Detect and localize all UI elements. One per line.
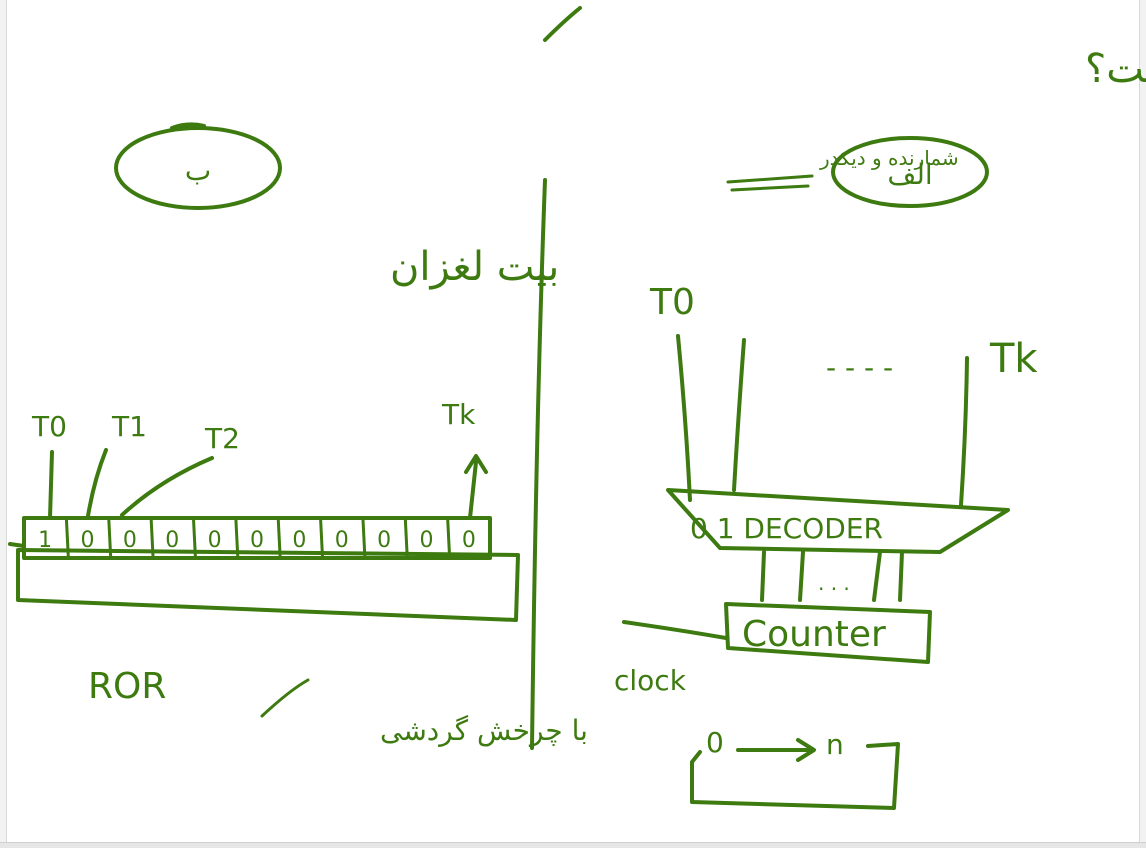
- register-bit-t1-label: T1: [111, 410, 147, 443]
- register-input-tick: [8, 542, 26, 548]
- register-bit-cell: 0: [377, 528, 391, 553]
- window-frame-bottom: [0, 842, 1146, 848]
- register-bit-cell: 0: [81, 528, 95, 553]
- register-bit-t0-label: T0: [31, 410, 67, 443]
- counter-decoder-line-3: [872, 550, 882, 602]
- counter-block: [724, 602, 932, 664]
- scribble-strikeout: [726, 174, 814, 192]
- counter-lines-ellipsis: . . .: [818, 571, 850, 595]
- counter-decoder-line-1: [760, 550, 766, 602]
- section-b-badge-accent: [170, 122, 206, 130]
- clock-label: clock: [614, 664, 687, 697]
- register-outline: [22, 516, 492, 560]
- window-frame-right: [1139, 0, 1146, 848]
- register-bit-cell: 0: [165, 528, 179, 553]
- decoder-label: 0 1 DECODER: [690, 512, 883, 545]
- section-b-badge: ب: [185, 154, 211, 187]
- count-loop-arrow-head: [796, 738, 816, 762]
- section-a-badge: الف: [887, 158, 932, 191]
- register-bit-cell: 0: [208, 528, 222, 553]
- leader-line-tk: [468, 460, 478, 520]
- register-bit-t2-label: T2: [204, 422, 240, 455]
- count-loop-return-path: [690, 742, 900, 810]
- decoder-output-line-k: [959, 356, 969, 507]
- section-b-note: بیت لغزان: [390, 244, 559, 290]
- section-a-note: شمارنده و دیکدر: [819, 146, 959, 170]
- caption-accent-stroke: [260, 678, 310, 718]
- decoder-output-line-0: [676, 334, 692, 502]
- register-cell-divider: [361, 516, 367, 560]
- register-bit-tk-label: Tk: [441, 398, 476, 431]
- decoder-outputs-ellipsis: - - - -: [826, 351, 893, 384]
- register-bit-cell: 0: [292, 528, 306, 553]
- rotate-caption: با چرخش گردشی: [380, 714, 588, 747]
- register-bit-cell: 0: [123, 528, 137, 553]
- counter-decoder-line-4: [898, 550, 904, 602]
- register-bit-cell: 1: [38, 528, 52, 553]
- leader-line-t0: [48, 450, 54, 520]
- register-cell-divider: [446, 516, 452, 560]
- decoder-output-line-1: [732, 338, 746, 492]
- section-b-badge-ellipse: [114, 126, 282, 210]
- register-cell-divider: [403, 516, 409, 560]
- count-loop-start: 0: [706, 726, 724, 759]
- leader-arrow-tk: [464, 454, 488, 474]
- page-title: ساخت سخت افزاری T2 چگونه است؟: [1085, 46, 1146, 92]
- decoder-output-t0-label: T0: [649, 282, 695, 323]
- clock-input-line: [622, 620, 728, 640]
- register-bit-cell: 0: [419, 528, 433, 553]
- section-a-badge-ellipse: [831, 136, 989, 208]
- register-bit-cell: 0: [462, 528, 476, 553]
- rotate-operation-label: ROR: [88, 666, 166, 707]
- title-accent-stroke: [543, 6, 582, 42]
- section-divider: [530, 178, 547, 750]
- decoder-block: [666, 488, 1010, 554]
- register-base: [16, 548, 520, 622]
- count-loop-end: n: [826, 728, 844, 761]
- counter-decoder-line-2: [798, 550, 805, 602]
- register-bit-cell: 0: [335, 528, 349, 553]
- register-bit-cell: 0: [250, 528, 264, 553]
- counter-label: Counter: [742, 614, 886, 655]
- leader-line-t1: [86, 448, 108, 518]
- window-frame-left: [0, 0, 7, 848]
- leader-line-t2: [120, 456, 214, 517]
- shift-register: 1 0 0 0 0 0 0 0 0 0 0: [22, 516, 492, 560]
- decoder-output-tk-label: Tk: [989, 336, 1038, 382]
